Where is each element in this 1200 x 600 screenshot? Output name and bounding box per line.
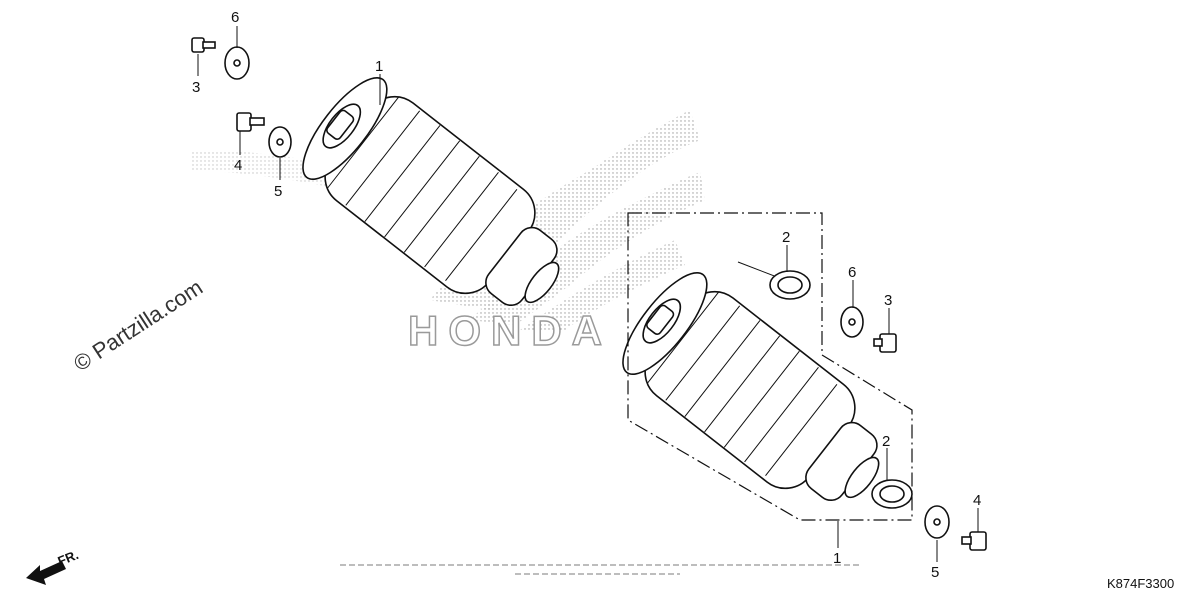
- honda-logo-text: HONDA: [408, 307, 612, 354]
- callout-left-shock: 1: [375, 58, 383, 75]
- callout-top-left-washer: 6: [231, 9, 239, 26]
- callout-right-bushing-upper: 2: [782, 229, 790, 246]
- callout-right-assembly: 1: [833, 550, 841, 567]
- bolt-icon: [961, 531, 987, 551]
- callout-right-bolt-lower: 4: [973, 492, 981, 509]
- shock-absorber-right: [622, 272, 880, 502]
- fine-print: [340, 564, 860, 575]
- bolt-icon: [236, 112, 265, 132]
- bushing-icon: [871, 479, 913, 509]
- washer-icon: [924, 505, 950, 539]
- direction-label: FR.: [56, 547, 81, 569]
- diagram-code: K874F3300: [1107, 576, 1174, 591]
- bushing-icon: [769, 270, 811, 300]
- shock-absorber-left: [302, 77, 560, 307]
- callout-right-washer-upper: 6: [848, 264, 856, 281]
- washer-icon: [224, 46, 250, 80]
- front-direction-arrow-icon: [26, 561, 66, 585]
- bolt-icon: [191, 37, 216, 53]
- washer-icon: [268, 126, 292, 158]
- watermark-text: © Partzilla.com: [69, 274, 207, 376]
- callout-right-washer-lower: 5: [931, 564, 939, 581]
- callout-mid-left-bolt: 4: [234, 157, 242, 174]
- callout-right-bolt-upper: 3: [884, 292, 892, 309]
- callout-mid-left-washer: 5: [274, 183, 282, 200]
- bolt-icon: [873, 333, 897, 353]
- assembly-bracket: [627, 212, 913, 521]
- callout-top-left-bolt: 3: [192, 79, 200, 96]
- callout-right-bushing-lower: 2: [882, 433, 890, 450]
- washer-icon: [840, 306, 864, 338]
- leader-lines: [197, 26, 979, 562]
